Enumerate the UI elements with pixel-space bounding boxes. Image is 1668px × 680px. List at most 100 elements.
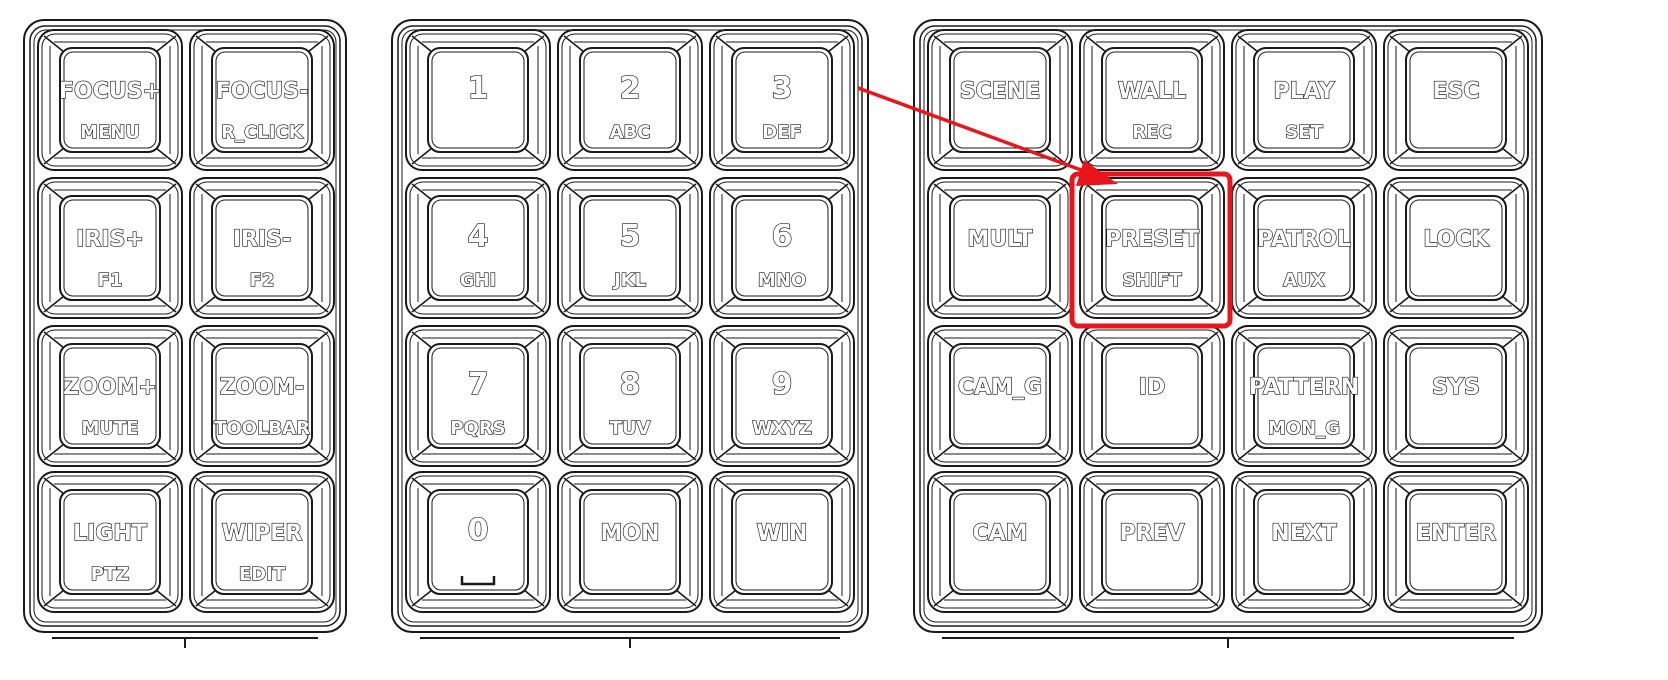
key-next[interactable]: NEXT — [1231, 471, 1377, 613]
key-label: CAM_G — [958, 375, 1042, 400]
key-esc[interactable]: ESC — [1383, 29, 1529, 171]
key-1[interactable]: 1 — [405, 29, 551, 171]
key-zoom[interactable]: ZOOM+ MUTE — [37, 325, 183, 467]
key-0[interactable]: 0 — [405, 471, 551, 613]
key-iris[interactable]: IRIS+ F1 — [37, 177, 183, 319]
key-sublabel: GHI — [460, 270, 497, 291]
key-focus[interactable]: FOCUS- R_CLICK — [189, 29, 335, 171]
key-sys[interactable]: SYS — [1383, 325, 1529, 467]
key-label: 6 — [772, 219, 793, 254]
key-scene[interactable]: SCENE — [927, 29, 1073, 171]
key-sublabel: DEF — [762, 122, 802, 143]
key-label: 1 — [468, 71, 489, 106]
key-sublabel: SHIFT — [1122, 270, 1182, 291]
key-wiper[interactable]: WIPER EDIT — [189, 471, 335, 613]
key-label: IRIS+ — [76, 227, 144, 252]
key-wall[interactable]: WALL REC — [1079, 29, 1225, 171]
key-sublabel: TOOLBAR — [214, 418, 310, 439]
key-sublabel: MUTE — [81, 418, 138, 439]
key-sublabel: WXYZ — [752, 418, 812, 439]
key-sublabel: MON_G — [1268, 418, 1340, 439]
keypad-ptz: FOCUS+MENU FOCUS- R_CLICK IRIS+ F1 IRIS- F2ZOO… — [23, 19, 347, 648]
key-sublabel: AUX — [1283, 270, 1325, 291]
keypad-ptz-frame — [23, 19, 347, 648]
highlight-box — [1069, 171, 1233, 329]
key-sublabel: MENU — [80, 122, 140, 143]
key-label: NEXT — [1271, 521, 1336, 546]
keypad-function-frame — [913, 19, 1543, 648]
key-label: LIGHT — [73, 521, 147, 546]
key-label: ID — [1139, 375, 1165, 400]
keypad-numeric-frame — [391, 19, 869, 648]
key-enter[interactable]: ENTER — [1383, 471, 1529, 613]
key-label: LOCK — [1423, 227, 1489, 252]
key-sublabel: PTZ — [91, 564, 130, 585]
pointer-arrow — [857, 86, 1118, 186]
key-label: 4 — [468, 219, 489, 254]
key-win[interactable]: WIN — [709, 471, 855, 613]
key-label: 2 — [620, 71, 641, 106]
key-label: 8 — [620, 367, 641, 402]
key-label: WALL — [1118, 79, 1186, 104]
key-pattern[interactable]: PATTERN MON_G — [1231, 325, 1377, 467]
key-mult[interactable]: MULT — [927, 177, 1073, 319]
key-focus[interactable]: FOCUS+MENU — [37, 29, 183, 171]
key-sublabel: ABC — [610, 122, 651, 143]
key-label: PATROL — [1257, 227, 1351, 252]
key-label: 9 — [772, 367, 793, 402]
key-id[interactable]: ID — [1079, 325, 1225, 467]
key-sublabel: EDIT — [239, 564, 286, 585]
key-sublabel: JKL — [612, 270, 646, 291]
key-label: 3 — [772, 71, 793, 106]
key-play[interactable]: PLAY SET — [1231, 29, 1377, 171]
key-label: CAM — [972, 521, 1027, 546]
key-mon[interactable]: MON — [557, 471, 703, 613]
key-label: 7 — [468, 367, 489, 402]
key-preset[interactable]: PRESET SHIFT — [1079, 177, 1225, 319]
key-label: 0 — [468, 513, 489, 548]
key-zoom[interactable]: ZOOM- TOOLBAR — [189, 325, 335, 467]
key-lock[interactable]: LOCK — [1383, 177, 1529, 319]
key-patrol[interactable]: PATROL AUX — [1231, 177, 1377, 319]
key-label: PATTERN — [1249, 375, 1359, 400]
key-iris[interactable]: IRIS- F2 — [189, 177, 335, 319]
key-label: PREV — [1119, 521, 1184, 546]
key-sublabel: F2 — [250, 270, 275, 291]
key-cam[interactable]: CAM — [927, 471, 1073, 613]
key-sublabel: R_CLICK — [221, 122, 303, 143]
key-sublabel: REC — [1132, 122, 1171, 143]
key-label: FOCUS- — [216, 79, 309, 104]
key-label: ESC — [1432, 79, 1479, 104]
key-label: ZOOM- — [220, 375, 304, 400]
key-label: WIPER — [222, 521, 303, 546]
key-prev[interactable]: PREV — [1079, 471, 1225, 613]
key-label: SYS — [1432, 375, 1480, 400]
key-sublabel: SET — [1285, 122, 1323, 143]
key-label: MULT — [967, 227, 1032, 252]
key-label: WIN — [757, 521, 808, 546]
key-light[interactable]: LIGHT PTZ — [37, 471, 183, 613]
key-sublabel: PQRS — [450, 418, 505, 439]
key-label: PRESET — [1105, 227, 1199, 252]
key-label: IRIS- — [233, 227, 291, 252]
key-label: PLAY — [1274, 79, 1336, 104]
space-icon — [460, 576, 496, 586]
key-sublabel: F1 — [98, 270, 123, 291]
key-label: ZOOM+ — [63, 375, 157, 400]
key-cam-g[interactable]: CAM_G — [927, 325, 1073, 467]
key-sublabel: TUV — [610, 418, 651, 439]
keypad-function: SCENE WALL REC PLAY SET ESC MULT PRESET SHIFT PAT… — [913, 19, 1543, 648]
key-label: MON — [600, 521, 659, 546]
key-label: ENTER — [1416, 521, 1496, 546]
